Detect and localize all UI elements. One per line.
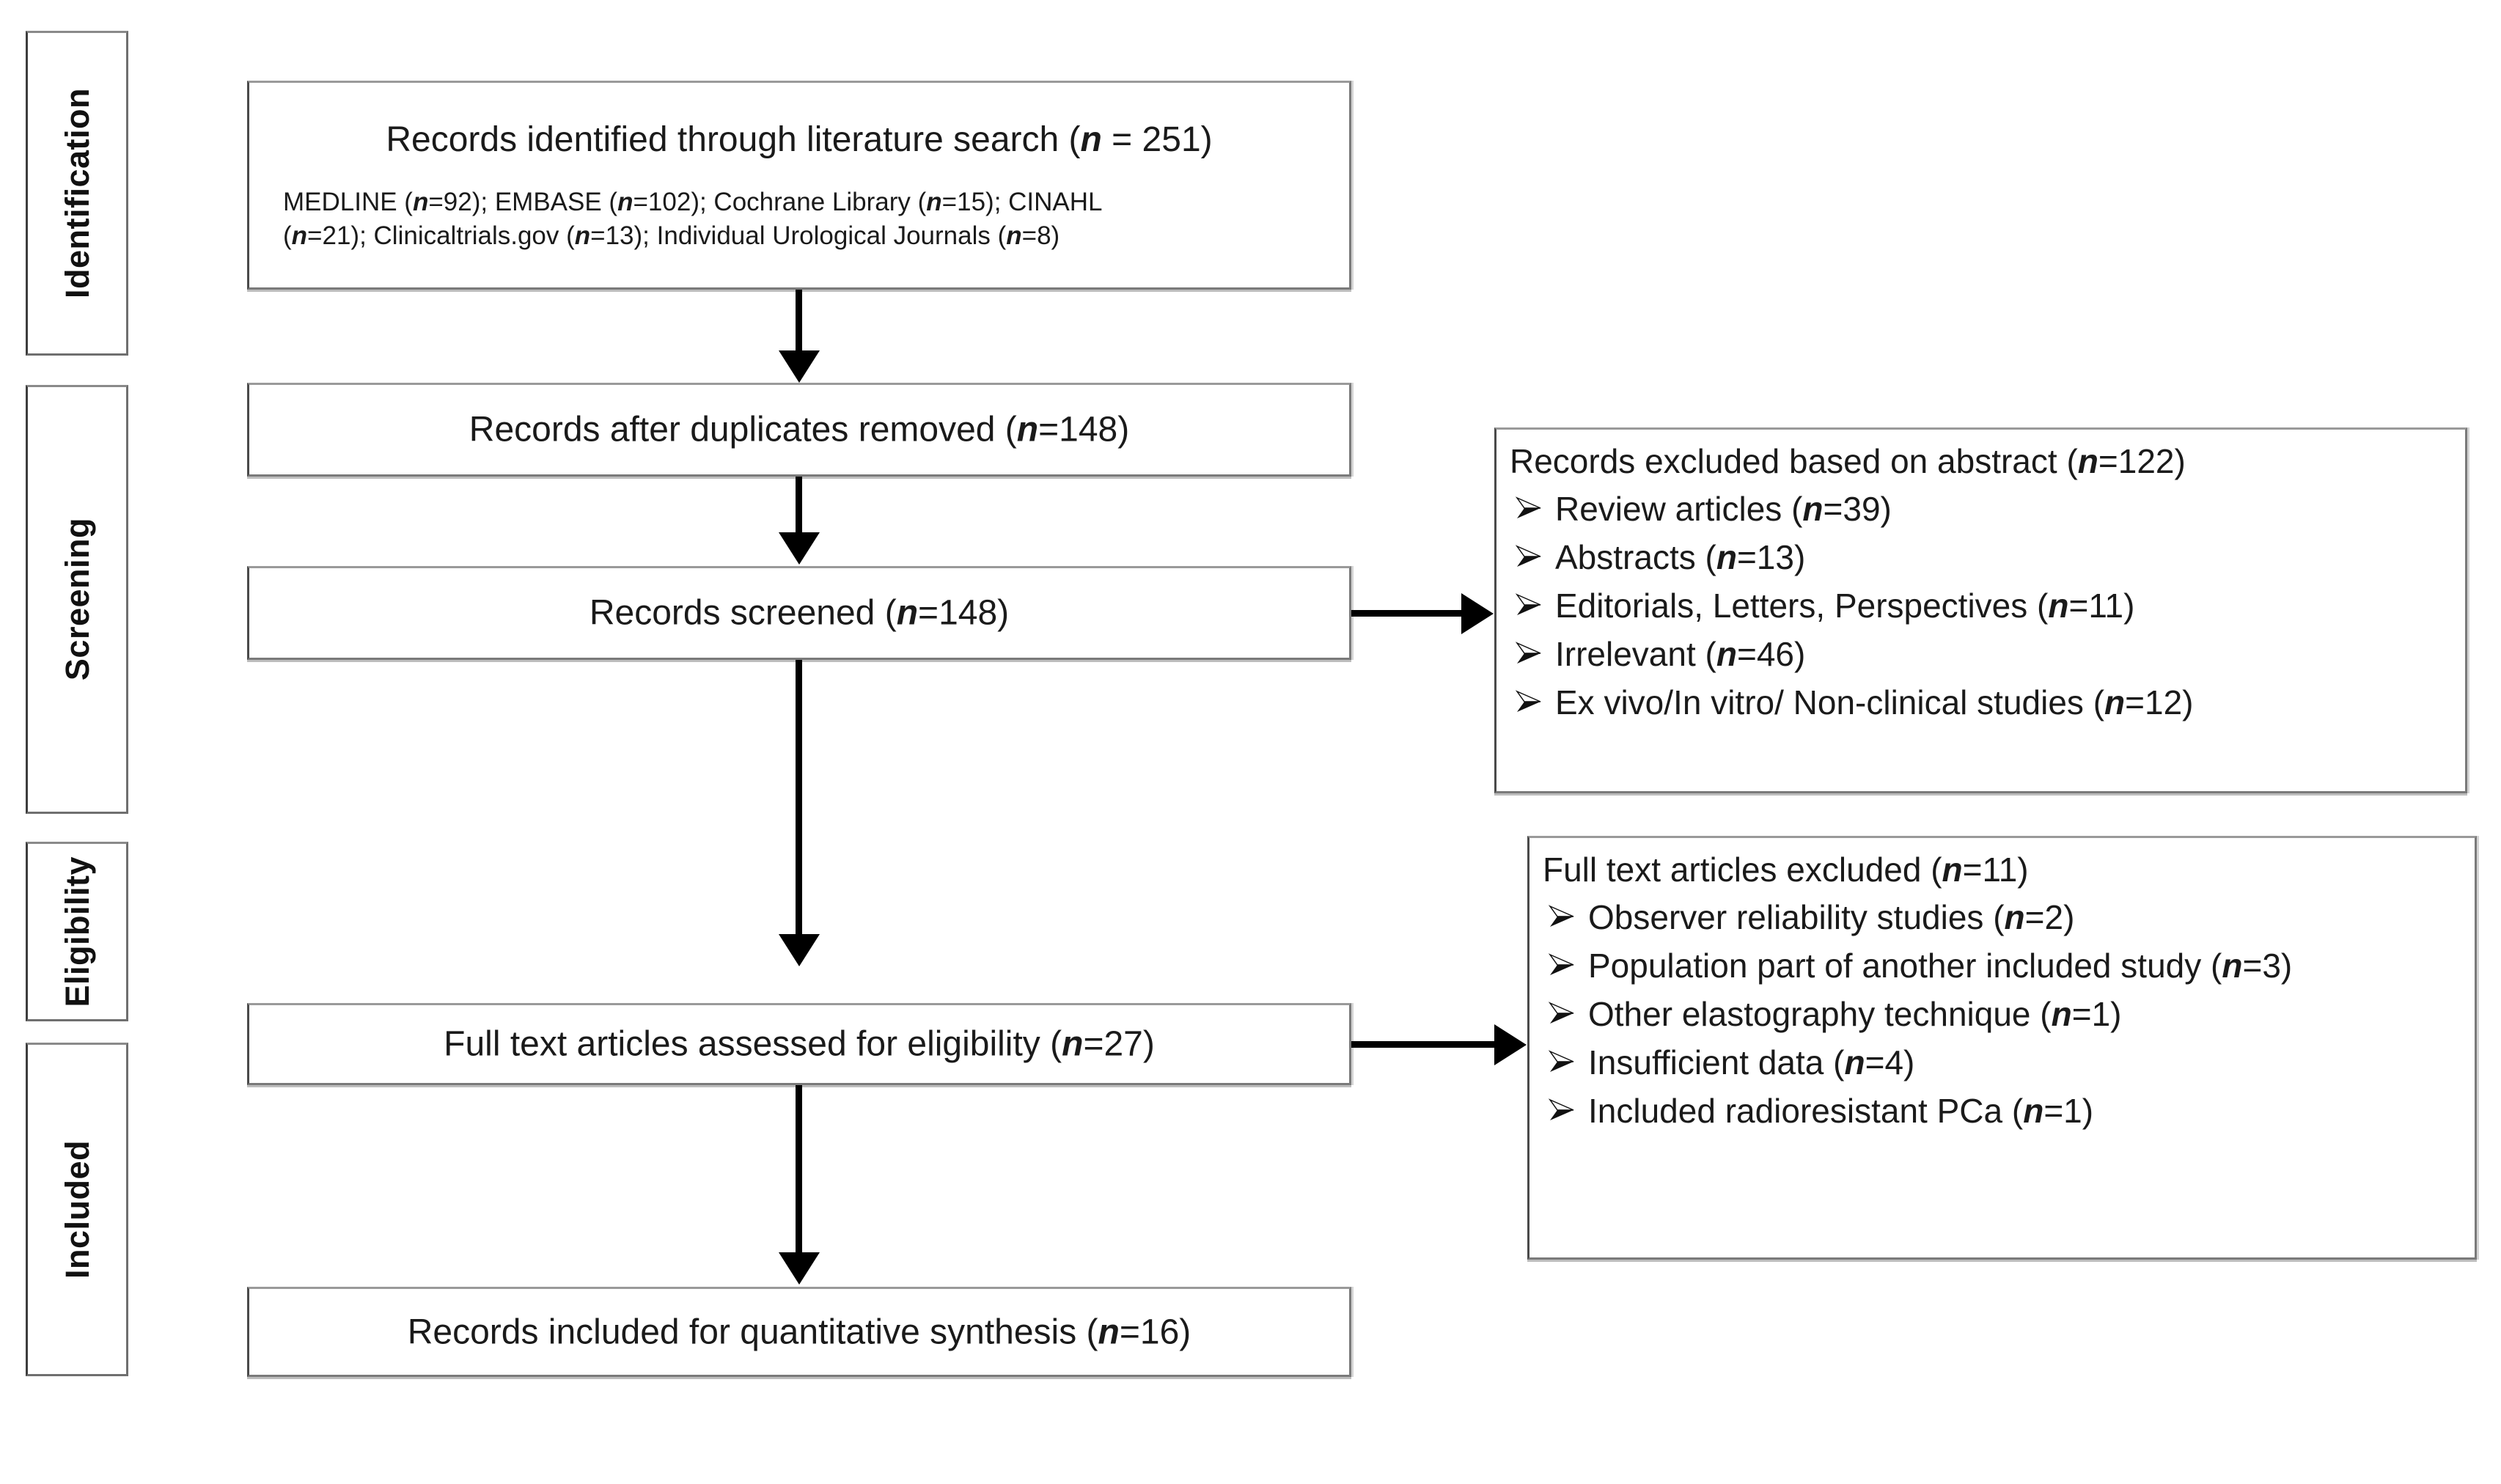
list-item: Other elastography technique (n=1) <box>1543 993 2461 1036</box>
records-identified-title: Records identified through literature se… <box>386 120 1213 159</box>
list-item: Abstracts (n=13) <box>1510 537 2452 579</box>
list-item: Insufficient data (n=4) <box>1543 1042 2461 1084</box>
stage-box-identification: Identification <box>26 31 128 356</box>
arrowhead-right-excluded-fulltext <box>1494 1024 1527 1065</box>
connector-screened-to-excluded <box>1351 610 1463 617</box>
italic-n: n <box>574 221 591 251</box>
list-item: Editorials, Letters, Perspectives (n=11) <box>1510 585 2452 628</box>
arrow-bullet-icon <box>1513 540 1545 573</box>
flow-box-records-after-duplicates: Records after duplicates removed (n=148) <box>247 383 1351 477</box>
excluded-abstract-heading: Records excluded based on abstract (n=12… <box>1510 442 2186 480</box>
flow-box-full-text-assessed: Full text articles assessed for eligibil… <box>247 1003 1351 1085</box>
arrowhead-down-duplicates <box>779 350 820 383</box>
italic-n: n <box>412 188 429 216</box>
italic-n: n <box>2048 587 2069 625</box>
full-text-excluded-heading: Full text articles excluded (n=11) <box>1543 851 2029 889</box>
italic-n: n <box>926 188 942 216</box>
arrow-bullet-icon <box>1513 589 1545 621</box>
excluded-box-full-text-excluded: Full text articles excluded (n=11) Obser… <box>1527 836 2477 1260</box>
arrow-bullet-icon <box>1546 1094 1578 1126</box>
arrowhead-right-excluded-abstract <box>1461 593 1494 634</box>
list-item: Observer reliability studies (n=2) <box>1543 897 2461 939</box>
full-text-excluded-list: Observer reliability studies (n=2) Popul… <box>1529 897 2475 1133</box>
italic-n: n <box>2104 683 2126 722</box>
italic-n: n <box>1942 851 1963 889</box>
italic-n: n <box>2077 442 2098 480</box>
italic-n: n <box>291 221 308 251</box>
arrow-bullet-icon <box>1513 686 1545 718</box>
italic-n: n <box>1062 1024 1084 1064</box>
connector-duplicates-to-screened <box>796 477 802 535</box>
arrow-bullet-icon <box>1546 900 1578 933</box>
connector-fulltext-to-excluded <box>1351 1041 1496 1048</box>
full-text-assessed-text: Full text articles assessed for eligibil… <box>444 1024 1155 1064</box>
italic-n: n <box>1844 1043 1865 1082</box>
arrowhead-down-included <box>779 1252 820 1285</box>
flow-box-records-screened: Records screened (n=148) <box>247 566 1351 660</box>
italic-n: n <box>1098 1312 1120 1351</box>
stage-box-eligibility: Eligibility <box>26 842 128 1021</box>
records-identified-sources: MEDLINE (n=92); EMBASE (n=102); Cochrane… <box>283 188 1103 251</box>
italic-n: n <box>2023 1092 2044 1131</box>
stage-label-eligibility: Eligibility <box>58 856 96 1007</box>
connector-fulltext-to-included <box>796 1085 802 1255</box>
list-item: Ex vivo/In vitro/ Non-clinical studies (… <box>1510 682 2452 724</box>
arrow-bullet-icon <box>1546 949 1578 981</box>
records-included-text: Records included for quantitative synthe… <box>407 1312 1191 1351</box>
flow-box-records-identified: Records identified through literature se… <box>247 81 1351 290</box>
stage-box-screening: Screening <box>26 385 128 814</box>
list-item: Irrelevant (n=46) <box>1510 633 2452 676</box>
connector-screened-to-fulltext <box>796 660 802 937</box>
list-item: Review articles (n=39) <box>1510 488 2452 531</box>
italic-n: n <box>1016 410 1039 449</box>
flow-box-records-included: Records included for quantitative synthe… <box>247 1287 1351 1377</box>
italic-n: n <box>1802 490 1824 529</box>
italic-n: n <box>2222 947 2243 985</box>
stage-label-identification: Identification <box>58 88 96 298</box>
italic-n: n <box>2004 898 2025 937</box>
italic-n: n <box>1716 538 1737 577</box>
excluded-abstract-list: Review articles (n=39) Abstracts (n=13) <box>1496 488 2465 724</box>
italic-n: n <box>1006 221 1022 251</box>
stage-label-screening: Screening <box>58 518 96 681</box>
records-screened-text: Records screened (n=148) <box>589 593 1010 633</box>
arrow-bullet-icon <box>1546 1046 1578 1078</box>
arrow-bullet-icon <box>1513 637 1545 669</box>
arrow-bullet-icon <box>1513 492 1545 524</box>
stage-label-included: Included <box>58 1139 96 1279</box>
records-after-duplicates-text: Records after duplicates removed (n=148) <box>469 410 1130 449</box>
italic-n: n <box>896 593 919 633</box>
italic-n: n <box>617 188 633 216</box>
stage-box-included: Included <box>26 1043 128 1376</box>
italic-n: n <box>2051 995 2072 1034</box>
italic-n: n <box>1716 635 1737 674</box>
connector-identified-to-duplicates <box>796 290 802 354</box>
arrowhead-down-screened <box>779 532 820 565</box>
excluded-box-records-excluded-abstract: Records excluded based on abstract (n=12… <box>1494 427 2467 793</box>
list-item: Included radioresistant PCa (n=1) <box>1543 1090 2461 1133</box>
arrow-bullet-icon <box>1546 997 1578 1029</box>
list-item: Population part of another included stud… <box>1543 945 2461 988</box>
italic-n: n <box>1080 120 1102 159</box>
arrowhead-down-fulltext <box>779 934 820 966</box>
